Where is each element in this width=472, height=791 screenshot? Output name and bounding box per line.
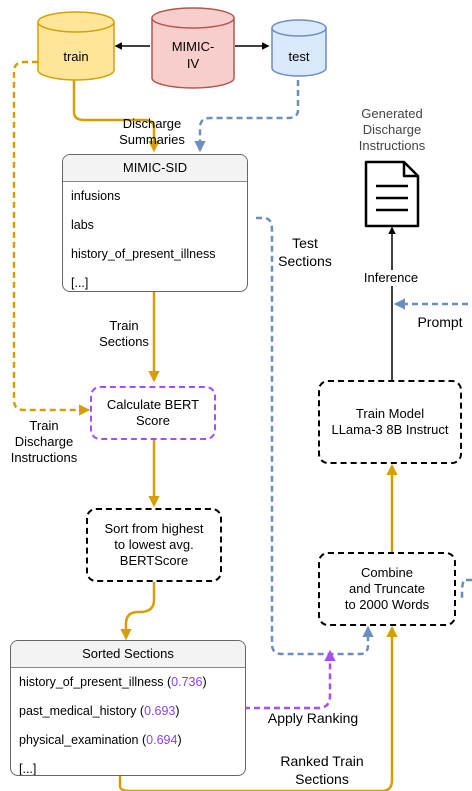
arrow-sort-to-sorted — [120, 582, 156, 641]
list-item: labs — [71, 218, 94, 232]
list-item: [...] — [71, 276, 89, 290]
arrow-ranked-to-combine — [118, 625, 398, 791]
database-train: train — [36, 10, 116, 82]
database-mimic-line2: IV — [186, 56, 200, 71]
sorted-sections-title: Sorted Sections — [11, 641, 245, 668]
list-item: infusions — [71, 189, 121, 203]
table-row: past_medical_history (0.693) — [19, 704, 180, 718]
arrow-test-sections — [256, 216, 374, 656]
mimic-sid-panel: MIMIC-SID infusions labs history_of_pres… — [62, 154, 248, 292]
database-mimic-iv: MIMIC- IV — [150, 6, 236, 90]
database-mimic-line1: MIMIC- — [171, 39, 215, 54]
database-test-label: test — [288, 49, 310, 64]
arrow-combine-right — [460, 578, 472, 598]
arrow-test-to-sid — [194, 80, 300, 153]
sorted-sections-panel: Sorted Sections history_of_present_illne… — [10, 640, 246, 776]
label-prompt: Prompt — [417, 314, 463, 330]
arrow-apply-ranking — [244, 649, 336, 710]
mimic-sid-title: MIMIC-SID — [63, 155, 247, 182]
table-row: history_of_present_illness (0.736) — [19, 675, 207, 689]
table-row: [...] — [19, 762, 37, 776]
database-test: test — [270, 18, 328, 78]
list-item: history_of_present_illness — [71, 247, 216, 261]
database-train-label: train — [63, 49, 89, 64]
table-row: physical_examination (0.694) — [19, 733, 182, 747]
label-inference: Inference — [356, 270, 426, 286]
arrow-train-instructions — [12, 60, 91, 416]
arrow-train-to-sid — [72, 80, 160, 153]
document-icon — [364, 160, 420, 228]
label-apply-ranking: Apply Ranking — [267, 710, 359, 726]
